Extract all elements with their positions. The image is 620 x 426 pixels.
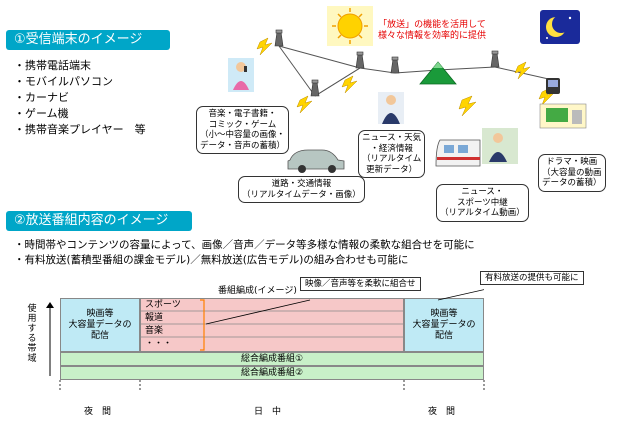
person-icon: [228, 58, 254, 92]
time-label-night-left: 夜 間: [84, 407, 112, 417]
mountain-icon: [419, 61, 457, 85]
callout-drama-movie: ドラマ・映画 （大容量の動画 データの蓄積）: [538, 154, 606, 192]
general-program-1: 総合編成番組①: [60, 352, 484, 366]
antenna-tower-icon: [274, 29, 284, 47]
device-item: ・モバイルパソコン: [14, 75, 113, 88]
lightning-icon: [256, 37, 555, 117]
moon-icon: [540, 10, 580, 44]
band-axis-arrow: [46, 302, 54, 376]
callout-sports-live: ニュース・ スポーツ中継 （リアルタイム動画）: [436, 184, 529, 222]
network-lines: [278, 45, 554, 97]
program-item: 音楽: [145, 326, 164, 336]
device-item: ・カーナビ: [14, 91, 69, 104]
device-item: ・携帯音楽プレイヤー 等: [14, 123, 146, 136]
daytime-block: スポーツ 報道 音楽 ・・・: [140, 298, 404, 352]
night-block-right: 映画等 大容量データの 配信: [404, 298, 484, 352]
band-axis-label: 使 用 す る 帯 域: [27, 304, 37, 364]
program-item: ・・・: [145, 339, 173, 349]
program-notes: ・時間帯やコンテンツの容量によって、画像／音声／データ等多様な情報の柔軟な組合せ…: [14, 238, 475, 268]
program-item: 報道: [145, 313, 164, 323]
section2-title: ②放送番組内容のイメージ: [6, 211, 192, 231]
device-item: ・ゲーム機: [14, 107, 69, 120]
night-block-left: 映画等 大容量データの 配信: [60, 298, 140, 352]
program-note: ・有料放送(蓄積型番組の課金モデル)／無料放送(広告モデル)の組み合わせも可能に: [14, 254, 409, 266]
antenna-tower-icon: [310, 79, 320, 97]
pay-service-note: 有料放送の提供も可能に: [480, 271, 584, 285]
antenna-tower-icon: [490, 50, 500, 68]
daytime-overlay: [140, 289, 484, 351]
time-label-night-right: 夜 間: [428, 407, 456, 417]
train-icon: [435, 128, 518, 167]
broadcast-caption: 「放送」の機能を活用して 様々な情報を効率的に提供: [378, 20, 487, 41]
program-item: スポーツ: [145, 300, 181, 310]
sun-icon: [327, 6, 373, 46]
combo-bracket: [200, 299, 205, 351]
program-note: ・時間帯やコンテンツの容量によって、画像／音声／データ等多様な情報の柔軟な組合せ…: [14, 239, 475, 251]
broadcast-network-diagram: [228, 6, 587, 173]
antenna-tower-icon: [390, 56, 400, 74]
phone-icon: [546, 78, 560, 94]
section1-title: ①受信端末のイメージ: [6, 30, 170, 50]
schedule-header: 番組編成(イメージ): [218, 286, 297, 296]
laptop-icon: [539, 103, 587, 129]
antenna-tower-icon: [355, 51, 365, 69]
person-icon: [378, 92, 404, 124]
callout-music-books: 音楽・電子書籍・ コミック・ゲーム （小～中容量の画像・ データ・音声の蓄積）: [196, 106, 290, 154]
time-label-daytime: 日 中: [254, 407, 282, 417]
general-program-2: 総合編成番組②: [60, 366, 484, 380]
flexible-combo-note: 映像／音声等を柔軟に組合せ: [300, 277, 421, 291]
device-item: ・携帯電話端末: [14, 59, 91, 72]
callout-traffic: 道路・交通情報 （リアルタイムデータ・画像）: [238, 176, 365, 203]
time-axis: [59, 380, 485, 392]
callout-news-weather: ニュース・天気 ・経済情報 （リアルタイム 更新データ）: [358, 130, 426, 178]
car-icon: [287, 149, 345, 173]
device-list: ・携帯電話端末 ・モバイルパソコン ・カーナビ ・ゲーム機 ・携帯音楽プレイヤー…: [14, 58, 146, 138]
